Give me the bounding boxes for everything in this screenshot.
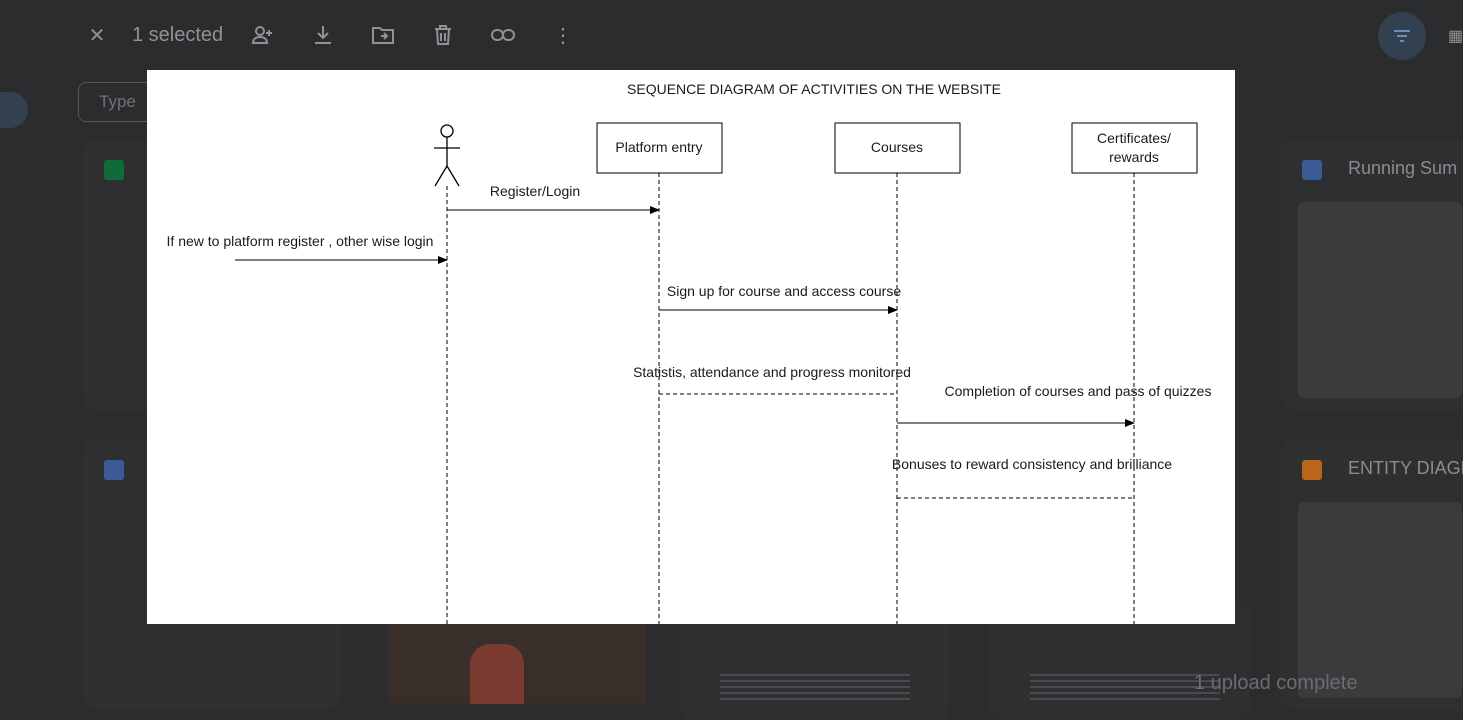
share-person-icon[interactable] xyxy=(250,22,276,48)
participant-courses: Courses xyxy=(834,122,961,174)
message-bonuses-return: Bonuses to reward consistency and brilli… xyxy=(892,456,1172,499)
sheets-icon xyxy=(104,160,124,180)
file-card[interactable]: ENTITY DIAGR xyxy=(1280,440,1463,710)
participant-label-line1: Certificates/ xyxy=(1097,130,1171,146)
move-to-folder-icon[interactable] xyxy=(370,22,396,48)
file-thumbnail xyxy=(1030,670,1220,704)
message-register-login: Register/Login xyxy=(447,183,660,214)
message-completion: Completion of courses and pass of quizze… xyxy=(897,383,1212,427)
drawing-icon xyxy=(1302,460,1322,480)
file-thumbnail xyxy=(1298,202,1462,398)
actor-stick-figure xyxy=(434,124,460,187)
message-label: If new to platform register , other wise… xyxy=(167,233,434,249)
participant-label-line2: rewards xyxy=(1109,149,1159,165)
message-label: Completion of courses and pass of quizze… xyxy=(945,383,1212,399)
link-icon[interactable] xyxy=(490,22,516,48)
grid-view-icon[interactable]: ▦ xyxy=(1448,28,1463,45)
file-card-title: Running Sum xyxy=(1348,158,1458,178)
diagram-title: SEQUENCE DIAGRAM OF ACTIVITIES ON THE WE… xyxy=(627,81,1001,97)
docs-icon xyxy=(104,460,124,480)
close-icon[interactable]: ✕ xyxy=(88,24,106,47)
nav-highlight xyxy=(0,92,28,128)
selection-count: 1 selected xyxy=(132,24,224,46)
message-label: Register/Login xyxy=(490,183,580,199)
participant-certificates-rewards: Certificates/ rewards xyxy=(1071,122,1198,174)
selection-toolbar: ✕ 1 selected ⋮ ▦ xyxy=(0,0,1463,70)
sequence-diagram: SEQUENCE DIAGRAM OF ACTIVITIES ON THE WE… xyxy=(167,81,1212,624)
more-vert-icon[interactable]: ⋮ xyxy=(553,24,573,47)
message-signup-course: Sign up for course and access course xyxy=(659,283,901,314)
person-figure xyxy=(470,644,524,704)
docs-icon xyxy=(1302,160,1322,180)
message-new-user: If new to platform register , other wise… xyxy=(167,233,448,264)
photo-thumbnail[interactable] xyxy=(388,624,646,704)
file-card[interactable]: Running Sum xyxy=(1280,140,1463,410)
message-label: Sign up for course and access course xyxy=(667,283,901,299)
message-label: Bonuses to reward consistency and brilli… xyxy=(892,456,1172,472)
participant-label: Platform entry xyxy=(615,139,702,155)
file-card-title: ENTITY DIAGR xyxy=(1348,458,1463,478)
filter-button[interactable] xyxy=(1378,12,1426,60)
upload-status-toast: 1 upload complete xyxy=(1194,672,1358,694)
participant-label: Courses xyxy=(871,139,923,155)
type-filter-label: Type xyxy=(99,92,136,111)
file-thumbnail xyxy=(720,670,910,704)
message-statistics-return: Statistis, attendance and progress monit… xyxy=(633,364,911,395)
filter-icon xyxy=(1394,30,1410,42)
download-icon[interactable] xyxy=(310,22,336,48)
participant-platform-entry: Platform entry xyxy=(596,122,723,174)
message-label: Statistis, attendance and progress monit… xyxy=(633,364,911,380)
image-preview: SEQUENCE DIAGRAM OF ACTIVITIES ON THE WE… xyxy=(147,70,1235,624)
file-thumbnail xyxy=(1298,502,1462,698)
trash-icon[interactable] xyxy=(430,22,456,48)
